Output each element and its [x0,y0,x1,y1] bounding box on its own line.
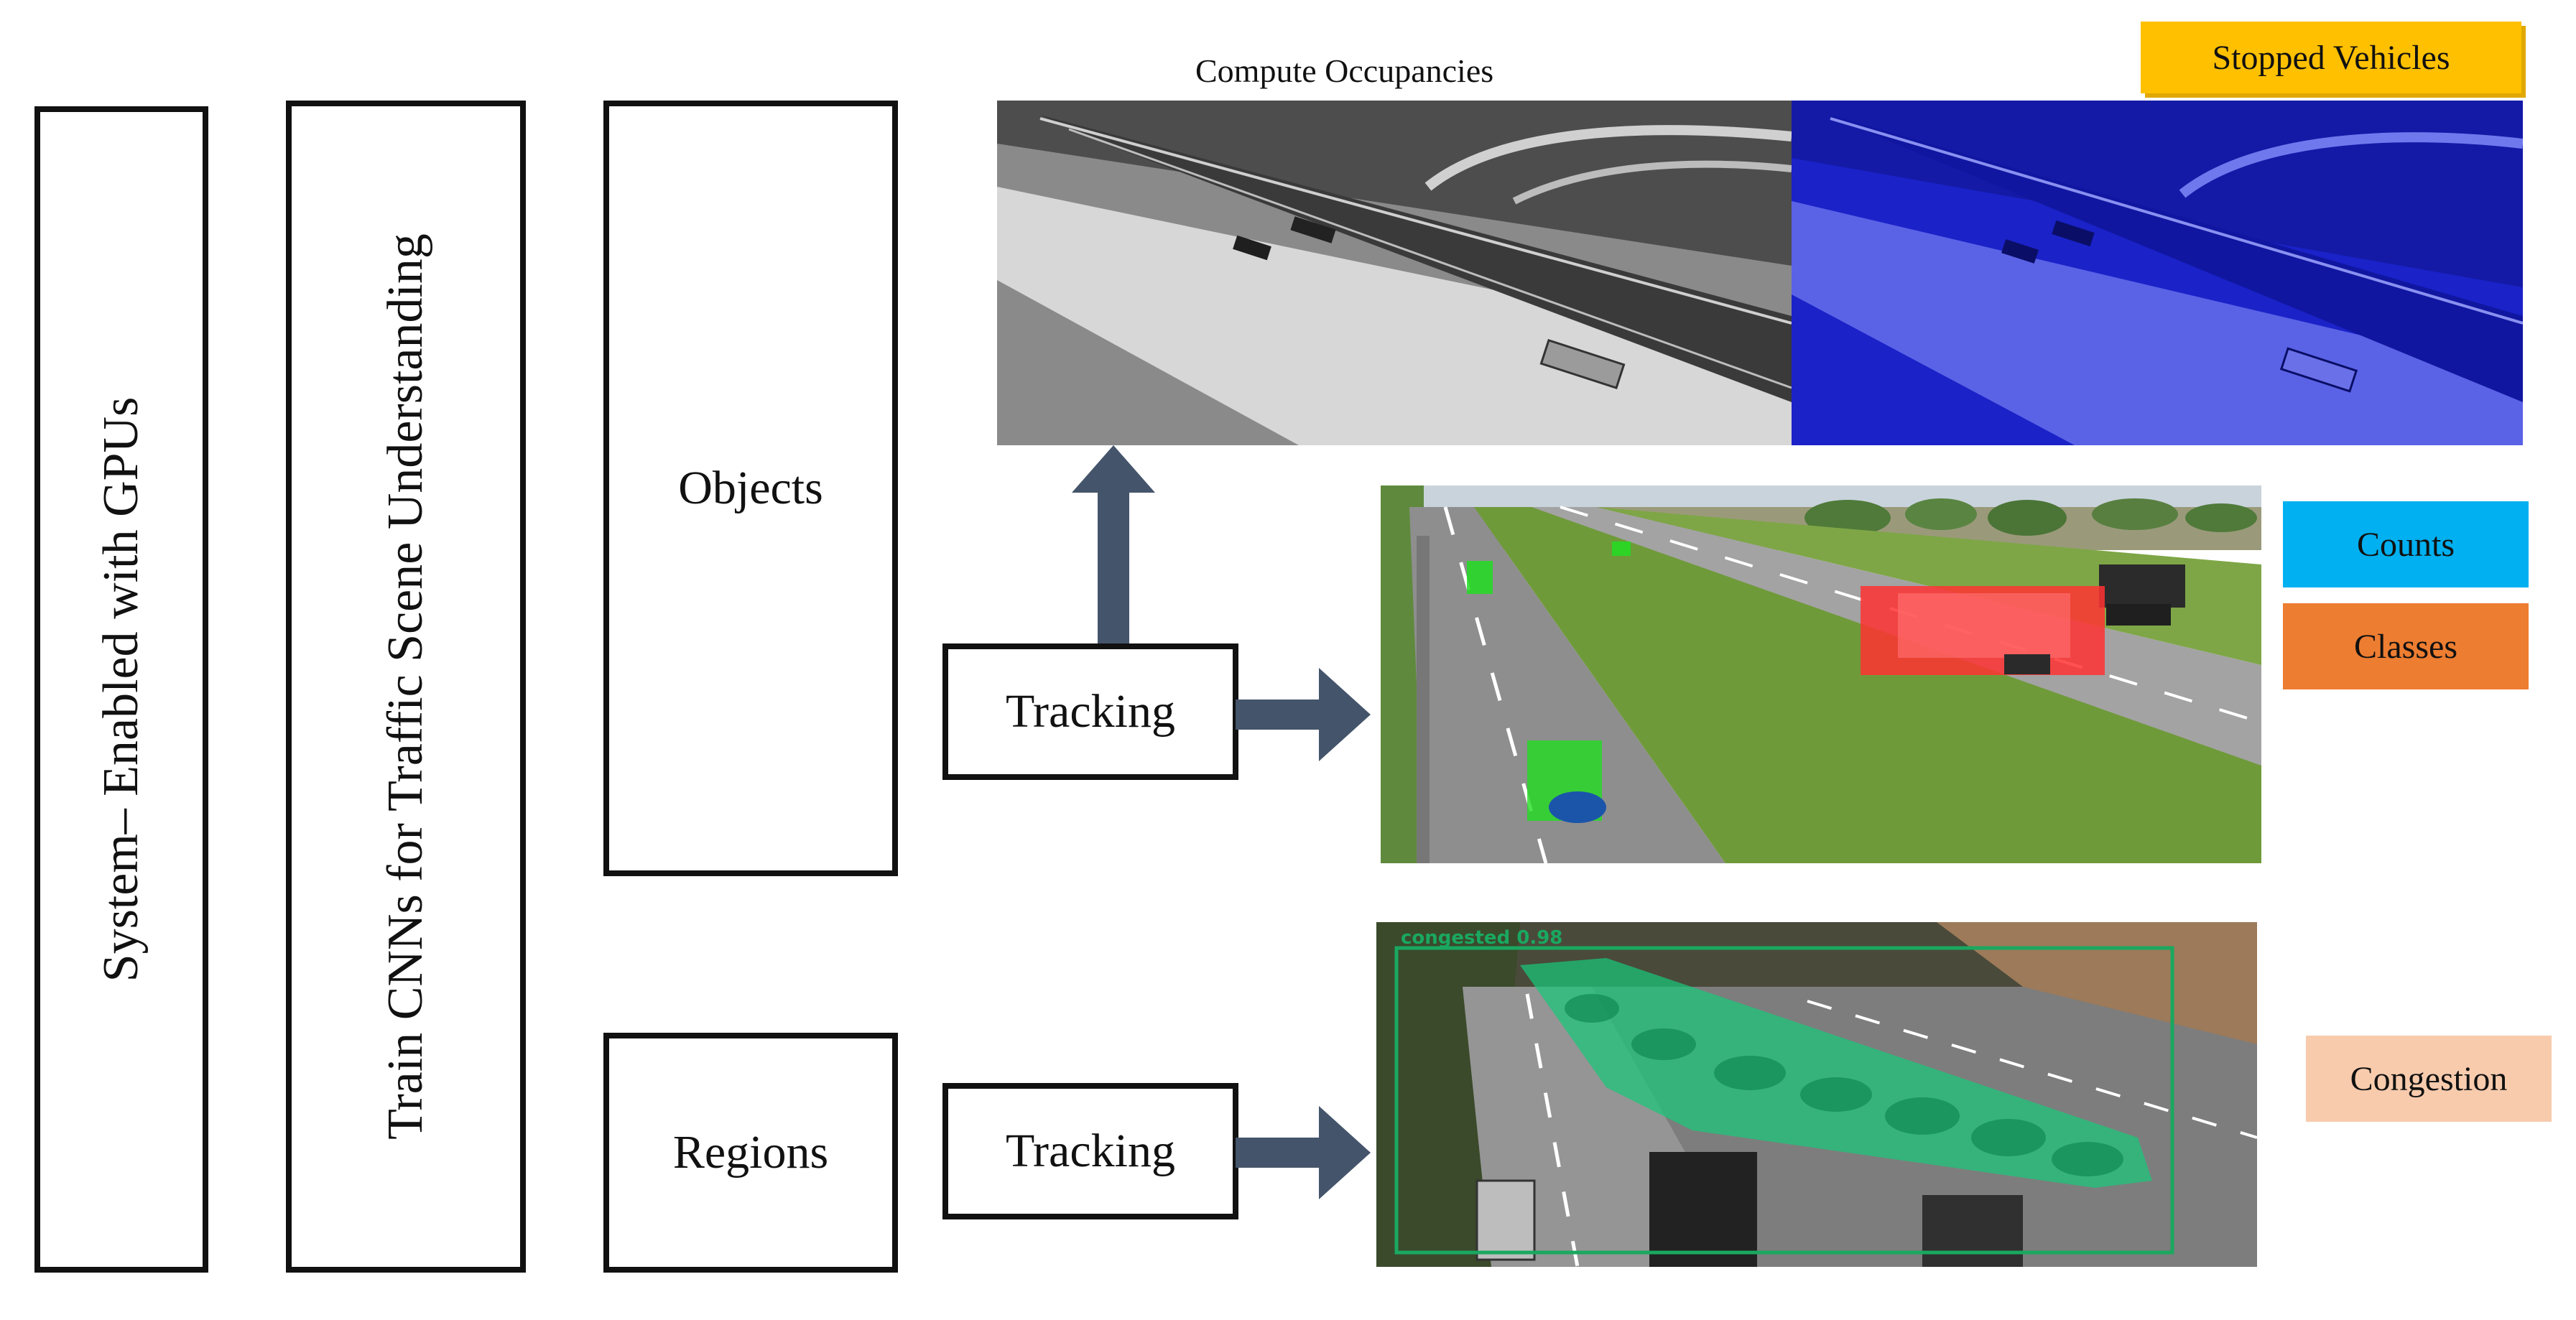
tracking-label-top: Tracking [1006,685,1175,738]
system-box: System– Enabled with GPUs [34,106,208,1273]
classes-label: Classes [2354,627,2457,666]
classes-tag: Classes [2283,603,2529,689]
tracking-box-top: Tracking [942,643,1238,780]
occupancy-title: Compute Occupancies [1195,52,1494,89]
detection-image [1381,485,2261,863]
congestion-image: congested 0.98 [1376,922,2257,1267]
congestion-label: Congestion [2350,1059,2508,1098]
train-cnn-label: Train CNNs for Traffic Scene Understandi… [378,233,433,1140]
regions-label: Regions [672,1126,829,1179]
congestion-overlay-text: congested 0.98 [1401,927,1562,949]
occupancy-image [997,101,2523,445]
counts-tag: Counts [2283,501,2529,587]
arrow-up-icon [1072,445,1155,643]
objects-box: Objects [603,101,898,876]
tracking-label-bottom: Tracking [1006,1125,1175,1177]
regions-box: Regions [603,1033,898,1273]
stopped-vehicles-label: Stopped Vehicles [2212,38,2450,77]
stopped-vehicles-tag: Stopped Vehicles [2141,22,2521,93]
arrow-right-icon-bottom [1236,1106,1371,1199]
train-cnn-box: Train CNNs for Traffic Scene Understandi… [286,101,526,1273]
objects-label: Objects [678,462,823,514]
counts-label: Counts [2356,525,2455,564]
system-label: System– Enabled with GPUs [93,396,149,982]
arrow-right-icon-top [1236,668,1371,761]
tracking-box-bottom: Tracking [942,1083,1238,1219]
congestion-tag: Congestion [2306,1036,2552,1122]
